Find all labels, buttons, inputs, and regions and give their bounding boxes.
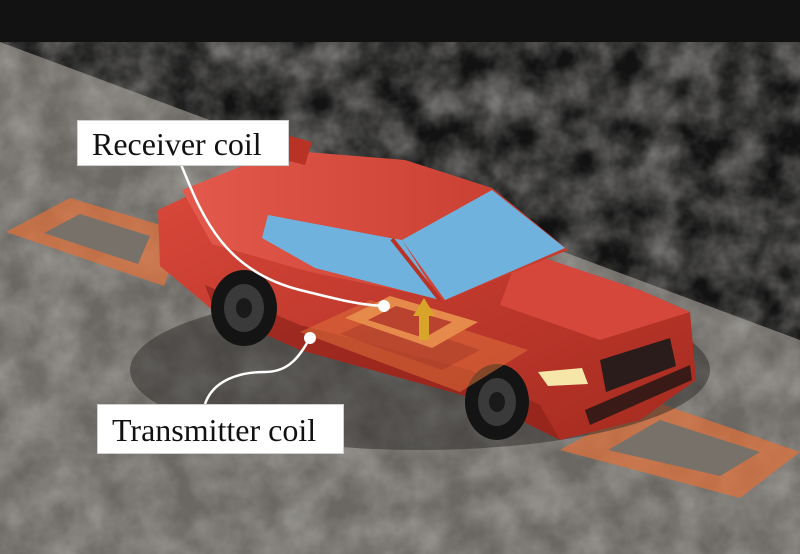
receiver-coil: [345, 296, 478, 348]
front-wheel: [465, 364, 529, 440]
arrow-up-icon: [413, 298, 435, 340]
receiver-coil-label: Receiver coil: [77, 120, 289, 166]
transmitter-coil-label: Transmitter coil: [97, 404, 344, 454]
transmitter-coil-center: [300, 300, 528, 392]
transmitter-leader: [203, 332, 316, 405]
windshield: [402, 190, 565, 300]
rear-wheel: [211, 270, 277, 346]
receiver-leader: [178, 161, 390, 312]
side-window: [262, 215, 440, 300]
transmitter-coil-rear: [6, 198, 184, 286]
